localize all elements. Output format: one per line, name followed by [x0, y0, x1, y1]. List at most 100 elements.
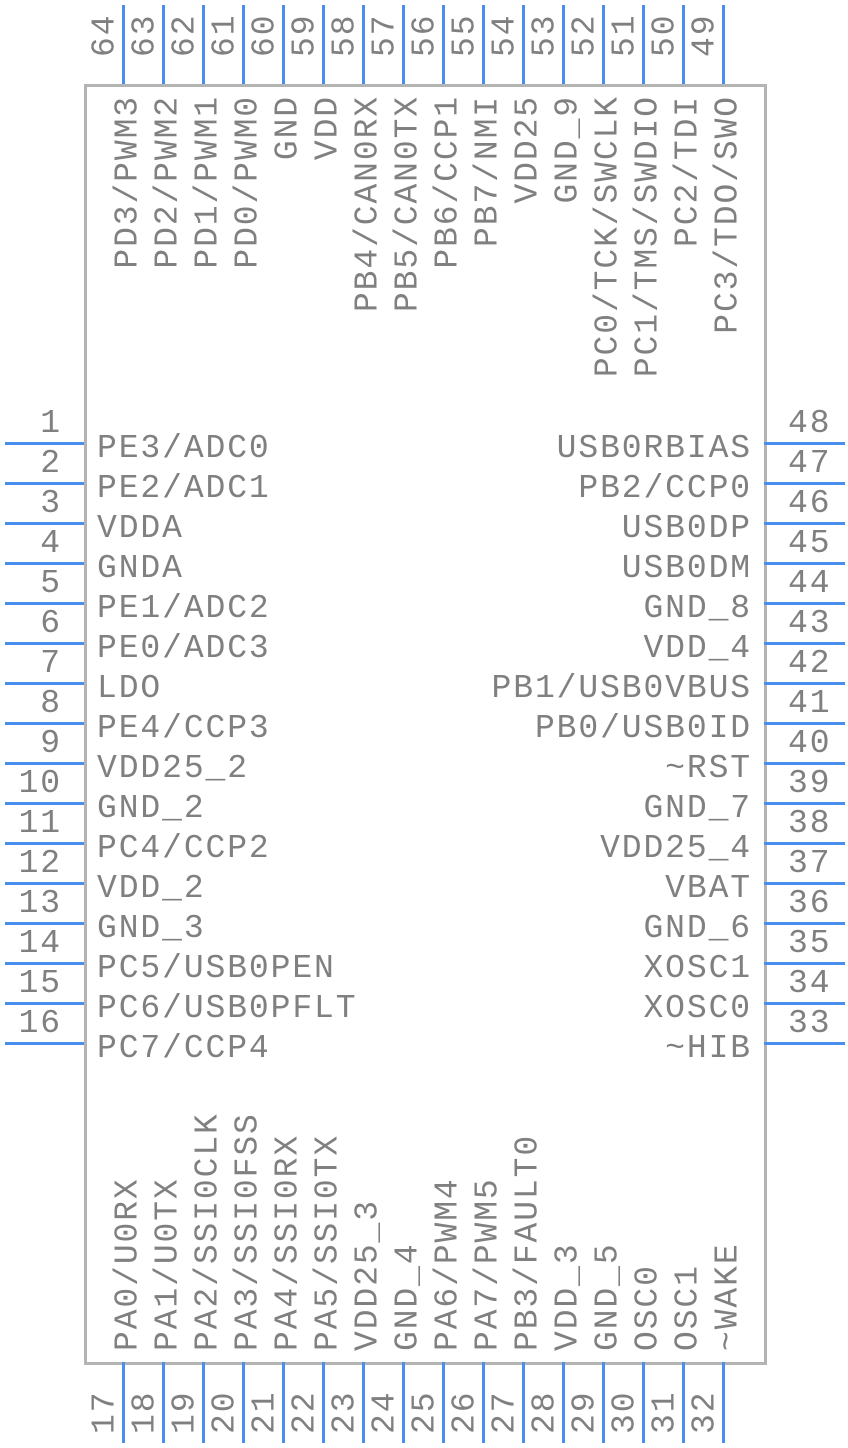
pin-line[interactable]	[764, 1001, 845, 1005]
pin-line[interactable]	[764, 961, 845, 965]
pin-line[interactable]	[481, 1362, 485, 1443]
pin-number: 31	[646, 1390, 684, 1434]
pin-line[interactable]	[561, 5, 565, 84]
pin-line[interactable]	[201, 1362, 205, 1443]
pin-line[interactable]	[764, 601, 845, 605]
pin-label: PD0/PWM0	[229, 95, 267, 269]
pin-line[interactable]	[5, 441, 84, 445]
pin-label: GNDA	[97, 550, 184, 587]
pin-line[interactable]	[5, 921, 84, 925]
pin-line[interactable]	[721, 5, 725, 84]
pin-number: 27	[486, 1390, 524, 1434]
pin-number: 12	[18, 845, 62, 882]
pin-label: GND_2	[97, 790, 206, 827]
pin-number: 58	[326, 13, 364, 57]
pin-number: 36	[788, 885, 832, 922]
pin-line[interactable]	[641, 1362, 645, 1443]
pin-line[interactable]	[241, 1362, 245, 1443]
pin-line[interactable]	[764, 561, 845, 565]
pin-line[interactable]	[764, 481, 845, 485]
pin-label: PE4/CCP3	[97, 710, 271, 747]
pin-label: XOSC1	[643, 950, 752, 987]
pin-line[interactable]	[764, 641, 845, 645]
pin-line[interactable]	[5, 481, 84, 485]
pin-line[interactable]	[5, 521, 84, 525]
pin-line[interactable]	[5, 561, 84, 565]
pin-line[interactable]	[441, 5, 445, 84]
pin-line[interactable]	[764, 841, 845, 845]
pin-line[interactable]	[5, 681, 84, 685]
pin-label: OSC1	[669, 1264, 707, 1351]
pin-label: PC1/TMS/SWDIO	[629, 95, 667, 378]
pin-line[interactable]	[561, 1362, 565, 1443]
pin-number: 33	[788, 1005, 832, 1042]
pin-number: 57	[366, 13, 404, 57]
pin-label: GND_4	[389, 1242, 427, 1351]
pin-number: 21	[246, 1390, 284, 1434]
pin-label: PA4/SSI0RX	[269, 1133, 307, 1351]
pin-number: 63	[126, 13, 164, 57]
pin-number: 35	[788, 925, 832, 962]
pin-line[interactable]	[401, 1362, 405, 1443]
pin-line[interactable]	[481, 5, 485, 84]
pin-label: PE0/ADC3	[97, 630, 271, 667]
pin-line[interactable]	[5, 841, 84, 845]
pin-line[interactable]	[5, 961, 84, 965]
pin-line[interactable]	[641, 5, 645, 84]
pin-line[interactable]	[764, 1041, 845, 1045]
pin-line[interactable]	[681, 1362, 685, 1443]
pin-line[interactable]	[361, 1362, 365, 1443]
pin-line[interactable]	[401, 5, 405, 84]
pin-label: VDD25_4	[600, 830, 752, 867]
pin-line[interactable]	[201, 5, 205, 84]
pin-label: GND_9	[549, 95, 587, 204]
pin-line[interactable]	[321, 5, 325, 84]
pin-line[interactable]	[681, 5, 685, 84]
pin-line[interactable]	[764, 761, 845, 765]
pin-number: 26	[446, 1390, 484, 1434]
pin-line[interactable]	[764, 721, 845, 725]
pin-line[interactable]	[764, 921, 845, 925]
pin-label: USB0DM	[621, 550, 752, 587]
pin-line[interactable]	[764, 881, 845, 885]
pin-line[interactable]	[241, 5, 245, 84]
pin-line[interactable]	[5, 601, 84, 605]
pin-line[interactable]	[361, 5, 365, 84]
pin-line[interactable]	[441, 1362, 445, 1443]
pin-label: VDD25_2	[97, 750, 249, 787]
pin-line[interactable]	[5, 801, 84, 805]
pin-number: 24	[366, 1390, 404, 1434]
pin-line[interactable]	[5, 761, 84, 765]
pin-label: PA6/PWM4	[429, 1177, 467, 1351]
pin-number: 18	[126, 1390, 164, 1434]
pin-number: 60	[246, 13, 284, 57]
pin-number: 42	[788, 645, 832, 682]
pin-line[interactable]	[721, 1362, 725, 1443]
pin-line[interactable]	[161, 1362, 165, 1443]
pin-line[interactable]	[5, 1001, 84, 1005]
pin-number: 38	[788, 805, 832, 842]
pin-line[interactable]	[281, 1362, 285, 1443]
pin-line[interactable]	[601, 1362, 605, 1443]
pin-number: 17	[86, 1390, 124, 1434]
pin-line[interactable]	[601, 5, 605, 84]
pin-line[interactable]	[161, 5, 165, 84]
pin-line[interactable]	[764, 801, 845, 805]
pin-line[interactable]	[521, 5, 525, 84]
pin-line[interactable]	[764, 681, 845, 685]
pin-line[interactable]	[521, 1362, 525, 1443]
pin-line[interactable]	[321, 1362, 325, 1443]
pin-line[interactable]	[281, 5, 285, 84]
pin-label: VDD25_3	[349, 1199, 387, 1351]
pin-number: 64	[86, 13, 124, 57]
pin-line[interactable]	[5, 1041, 84, 1045]
pin-line[interactable]	[5, 641, 84, 645]
pin-label: VDD_3	[549, 1242, 587, 1351]
pin-line[interactable]	[121, 5, 125, 84]
pin-line[interactable]	[764, 441, 845, 445]
pin-line[interactable]	[5, 721, 84, 725]
pin-number: 16	[18, 1005, 62, 1042]
pin-line[interactable]	[764, 521, 845, 525]
pin-line[interactable]	[5, 881, 84, 885]
pin-line[interactable]	[121, 1362, 125, 1443]
